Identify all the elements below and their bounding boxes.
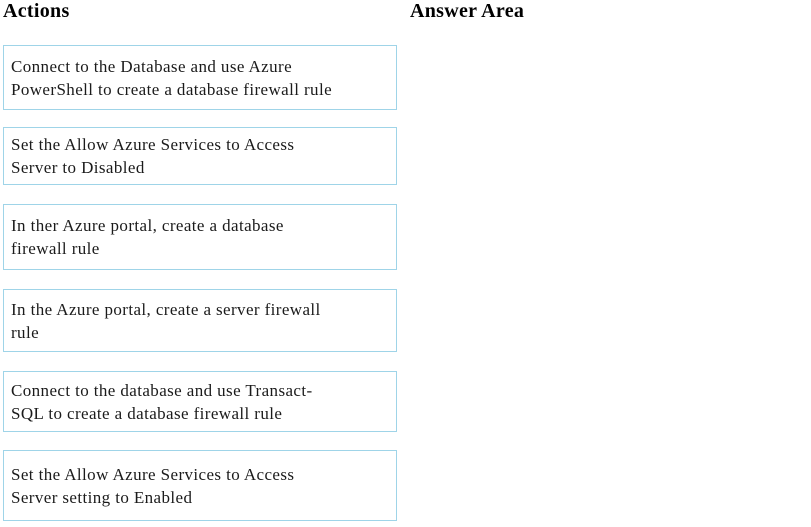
answer-area-dropzone[interactable] [408,30,808,525]
action-card-portal-database-firewall-rule[interactable]: In ther Azure portal, create a database … [3,204,397,270]
answer-area-column-header: Answer Area [410,0,525,22]
action-card-connect-transact-sql[interactable]: Connect to the database and use Transact… [3,371,397,432]
actions-column-header: Actions [3,0,70,22]
action-card-connect-azure-powershell[interactable]: Connect to the Database and use Azure Po… [3,45,397,110]
action-card-allow-azure-services-disabled[interactable]: Set the Allow Azure Services to Access S… [3,127,397,185]
action-card-portal-server-firewall-rule[interactable]: In the Azure portal, create a server fir… [3,289,397,352]
action-card-allow-azure-services-enabled[interactable]: Set the Allow Azure Services to Access S… [3,450,397,521]
